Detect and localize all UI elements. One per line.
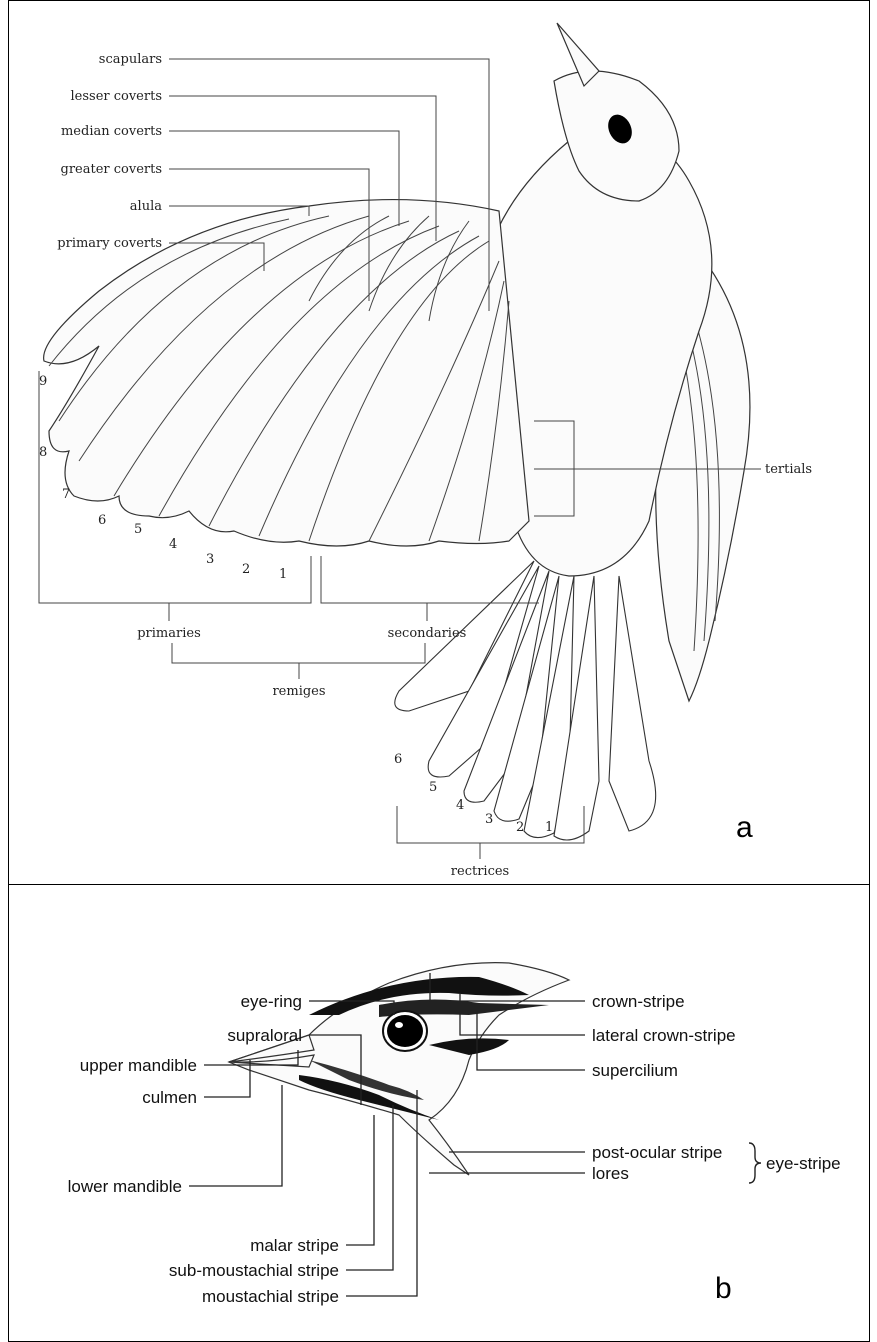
label-lesser-coverts: lesser coverts (71, 89, 163, 104)
label-alula: alula (130, 199, 162, 214)
rectrix-number: 4 (456, 798, 464, 813)
label-culmen: culmen (142, 1088, 197, 1107)
primary-number: 8 (39, 445, 47, 460)
bird-drawing (44, 23, 750, 840)
bird-head-topography-illustration: eye-ring supraloral upper mandible culme… (9, 885, 870, 1342)
primary-number: 1 (279, 567, 287, 582)
primary-number: 7 (62, 487, 70, 502)
panel-letter-b: b (715, 1272, 732, 1305)
label-post-ocular-stripe: post-ocular stripe (592, 1143, 722, 1162)
label-scapulars: scapulars (99, 52, 162, 67)
label-tertials: tertials (765, 462, 812, 477)
label-primary-coverts: primary coverts (57, 236, 162, 251)
primary-number: 4 (169, 537, 177, 552)
label-primaries: primaries (137, 626, 201, 641)
rectrix-number: 3 (485, 812, 493, 827)
label-upper-mandible: upper mandible (80, 1056, 197, 1075)
primary-number: 9 (39, 374, 47, 389)
bird-topography-illustration: scapulars lesser coverts median coverts … (9, 1, 870, 885)
label-crown-stripe: crown-stripe (592, 992, 685, 1011)
eye-shape (387, 1015, 423, 1047)
label-greater-coverts: greater coverts (61, 162, 163, 177)
panel-letter-a: a (736, 811, 753, 844)
label-lower-mandible: lower mandible (68, 1177, 182, 1196)
label-supercilium: supercilium (592, 1061, 678, 1080)
label-secondaries: secondaries (388, 626, 467, 641)
rectrix-number: 6 (394, 752, 402, 767)
label-lores: lores (592, 1164, 629, 1183)
eye-stripe-brace (749, 1143, 761, 1183)
rectrix-number: 1 (545, 820, 553, 835)
rectrix-number: 5 (429, 780, 437, 795)
label-malar-stripe: malar stripe (250, 1236, 339, 1255)
primary-number: 2 (242, 562, 250, 577)
label-median-coverts: median coverts (61, 124, 162, 139)
left-wing (44, 200, 529, 546)
label-eye-ring: eye-ring (241, 992, 302, 1011)
rectrix-number: 2 (516, 820, 524, 835)
label-moustachial-stripe: moustachial stripe (202, 1287, 339, 1306)
label-eye-stripe: eye-stripe (766, 1154, 841, 1173)
panel-a-bird-wing-diagram: scapulars lesser coverts median coverts … (8, 0, 870, 885)
label-supraloral: supraloral (227, 1026, 302, 1045)
label-remiges: remiges (272, 684, 325, 699)
primary-number: 5 (134, 522, 142, 537)
label-rectrices: rectrices (451, 864, 509, 879)
primary-number: 6 (98, 513, 106, 528)
primary-number: 3 (206, 552, 214, 567)
label-sub-moustachial-stripe: sub-moustachial stripe (169, 1261, 339, 1280)
label-lateral-crown-stripe: lateral crown-stripe (592, 1026, 736, 1045)
panel-b-head-diagram: eye-ring supraloral upper mandible culme… (8, 884, 870, 1342)
